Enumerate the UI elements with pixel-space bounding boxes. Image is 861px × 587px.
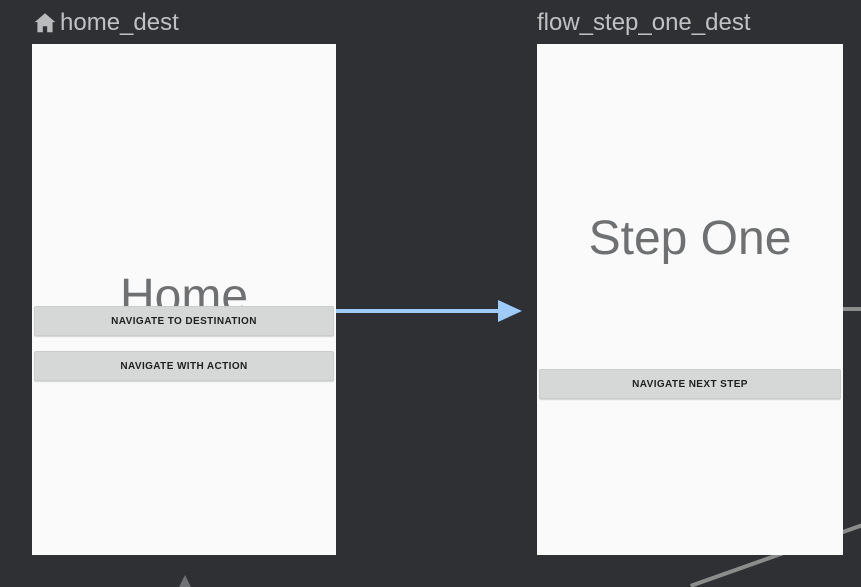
connector-line-right-stub <box>843 307 861 311</box>
destination-label-home-dest: home_dest <box>60 9 179 36</box>
destination-home-dest[interactable]: home_dest Home NAVIGATE TO DESTINATION N… <box>32 6 336 555</box>
destination-header-flow-step-one-dest: flow_step_one_dest <box>537 6 843 40</box>
destination-label-flow-step-one-dest: flow_step_one_dest <box>537 9 751 36</box>
destination-flow-step-one-dest[interactable]: flow_step_one_dest Step One NAVIGATE NEX… <box>537 6 843 555</box>
home-icon <box>34 13 56 33</box>
navigate-with-action-button[interactable]: NAVIGATE WITH ACTION <box>34 351 334 381</box>
destination-preview-flow-step-one-dest[interactable]: Step One NAVIGATE NEXT STEP <box>537 44 843 555</box>
navigate-to-destination-button[interactable]: NAVIGATE TO DESTINATION <box>34 306 334 336</box>
action-arrowhead-icon <box>498 300 522 322</box>
connector-arrowhead-bottom-icon <box>178 575 192 587</box>
destination-preview-home-dest[interactable]: Home NAVIGATE TO DESTINATION NAVIGATE WI… <box>32 44 336 555</box>
screen-title-step-one: Step One <box>588 212 792 265</box>
destination-header-home-dest: home_dest <box>32 6 336 40</box>
action-arrow-home-to-step-one[interactable] <box>336 298 522 324</box>
navigate-next-step-button[interactable]: NAVIGATE NEXT STEP <box>539 369 841 399</box>
